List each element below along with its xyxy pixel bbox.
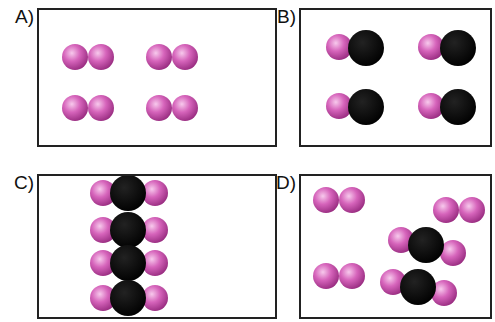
diagram-panel: D) (299, 174, 492, 319)
panel-a-molecules (62, 44, 198, 121)
panel-label: B) (277, 6, 296, 28)
panel-label: A) (15, 6, 34, 28)
diagram-panel: C) (37, 174, 277, 319)
panel-d-molecules (313, 187, 485, 306)
diagram-panel: B) (299, 8, 492, 147)
panel-c-molecules (90, 175, 168, 316)
diagram-panel: A) (37, 8, 277, 147)
panel-label: D) (276, 172, 296, 194)
panel-label: C) (14, 172, 34, 194)
panel-b-molecules (326, 30, 476, 125)
